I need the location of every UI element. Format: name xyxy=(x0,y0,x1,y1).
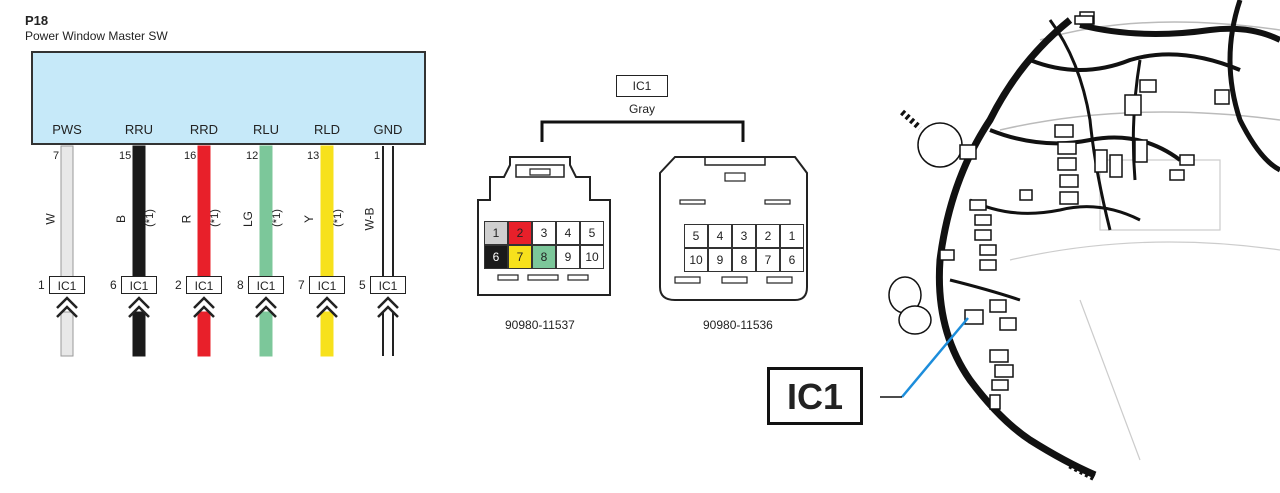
pin-number: 15 xyxy=(119,150,132,162)
pin-label: RLD xyxy=(313,122,340,137)
pin-label: PWS xyxy=(52,122,82,137)
connector-b-cavity: 7 xyxy=(756,248,780,272)
connector-a-cavity: 9 xyxy=(556,245,580,269)
wire-color-code: Y xyxy=(302,214,317,224)
wire-note: (*1) xyxy=(270,209,283,227)
wire-rrd-lower xyxy=(197,311,211,357)
connector-b-housing xyxy=(659,156,808,301)
connector-b-cavity: 5 xyxy=(684,224,708,248)
wiring-diagram xyxy=(56,145,399,357)
ic1-junction-box: IC1 xyxy=(248,276,284,294)
ic1-pin-number: 6 xyxy=(110,278,117,292)
ic1-bracket xyxy=(540,120,745,142)
connector-b-cavity: 6 xyxy=(780,248,804,272)
ic1-color-text: Gray xyxy=(628,102,655,116)
wire-pws-lower xyxy=(60,311,74,357)
wire-color-code: W xyxy=(43,213,58,225)
connector-arrow-icon xyxy=(316,296,338,318)
pin-number: 12 xyxy=(246,150,259,162)
ic1-location-label: IC1 xyxy=(767,367,863,425)
pin-label: RLU xyxy=(252,122,279,137)
wire-note: (*1) xyxy=(143,209,156,227)
wire-pws xyxy=(60,145,74,278)
power-window-master-switch-box xyxy=(31,51,426,145)
wire-rru-lower xyxy=(132,311,146,357)
ic1-junction-box: IC1 xyxy=(186,276,222,294)
connector-b-cavity: 4 xyxy=(708,224,732,248)
wire-note: (*1) xyxy=(331,209,344,227)
connector-a-cavity: 2 xyxy=(508,221,532,245)
connector-a-cavity: 8 xyxy=(532,245,556,269)
connector-b-part-number: 90980-11536 xyxy=(703,318,773,332)
wire-color-code: R xyxy=(179,214,194,224)
pin-number: 1 xyxy=(374,150,381,162)
ic1-pin-number: 5 xyxy=(359,278,366,292)
ic1-pin-number: 2 xyxy=(175,278,182,292)
ic1-header-label: IC1 xyxy=(616,75,668,97)
connector-b-cavity: 8 xyxy=(732,248,756,272)
wire-color-code: B xyxy=(114,214,129,224)
connector-a-cavity: 7 xyxy=(508,245,532,269)
ic1-pin-number: 1 xyxy=(38,278,45,292)
connector-b-cavity: 9 xyxy=(708,248,732,272)
wire-gnd-lower xyxy=(382,312,394,356)
connector-arrow-icon xyxy=(56,296,78,318)
pin-label: RRD xyxy=(189,122,219,137)
pin-number: 13 xyxy=(307,150,320,162)
connector-b-cavity: 2 xyxy=(756,224,780,248)
ic1-pin-number: 8 xyxy=(237,278,244,292)
pin-number: 7 xyxy=(53,150,60,162)
pin-label: RRU xyxy=(124,122,154,137)
connector-a-cavity: 6 xyxy=(484,245,508,269)
connector-a-cavity: 3 xyxy=(532,221,556,245)
wire-rld-lower xyxy=(320,311,334,357)
ic1-pin-number: 7 xyxy=(298,278,305,292)
wire-color-code: W-B xyxy=(362,207,377,231)
connector-a-part-number: 90980-11537 xyxy=(505,318,575,332)
connector-arrow-icon xyxy=(128,296,150,318)
ic1-junction-box: IC1 xyxy=(121,276,157,294)
wire-gnd xyxy=(382,146,394,277)
connector-a-cavity: 5 xyxy=(580,221,604,245)
pin-label: GND xyxy=(373,122,403,137)
connector-a-cavity: 10 xyxy=(580,245,604,269)
connector-arrow-icon xyxy=(255,296,277,318)
wire-color-code: LG xyxy=(241,210,256,228)
wire-note: (*1) xyxy=(208,209,221,227)
connector-code: P18 xyxy=(25,13,49,28)
vehicle-harness-illustration xyxy=(880,0,1280,482)
ic1-junction-box: IC1 xyxy=(309,276,345,294)
pin-number: 16 xyxy=(184,150,197,162)
connector-a-cavity: 1 xyxy=(484,221,508,245)
connector-arrow-icon xyxy=(193,296,215,318)
connector-arrow-icon xyxy=(377,296,399,318)
connector-b-cavity: 10 xyxy=(684,248,708,272)
ic1-junction-box: IC1 xyxy=(49,276,85,294)
ic1-junction-box: IC1 xyxy=(370,276,406,294)
connector-b-cavity: 3 xyxy=(732,224,756,248)
connector-b-cavity: 1 xyxy=(780,224,804,248)
wire-rlu-lower xyxy=(259,311,273,357)
connector-name: Power Window Master SW xyxy=(25,29,168,43)
connector-a-cavity: 4 xyxy=(556,221,580,245)
